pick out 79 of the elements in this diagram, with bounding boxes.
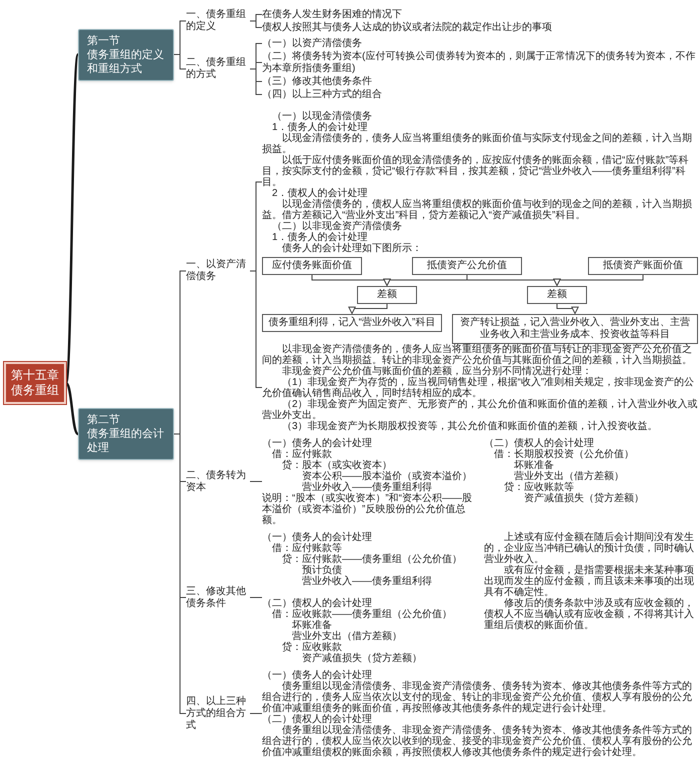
note-text: （二）债权人的会计处理 <box>262 714 373 724</box>
section-box: 第一节 债务重组的定义和重组方式 <box>78 28 174 80</box>
topic-label: 一、债务重组的定义 <box>186 9 250 33</box>
topic-label: 四、以上三种方式的组合方式 <box>186 696 250 732</box>
chapter-box: 第十五章 债务重组 <box>4 362 66 404</box>
flow-box: 债务重组利得，记入“营业外收入”科目 <box>262 314 442 332</box>
note-text: 债务重组以现金清偿债务、非现金资产清偿债务、债务转为资本、修改其他债务条件等方式的组合进行的，债务人应当依次以支付的现金、转让的非现金资产公允价值、债权人享有股份的公允价值冲减重组债务的账面价值，再按照修改其他债务条件的规定进行会计处理。 <box>262 680 693 714</box>
flow-box: 资产转让损益，记入营业外收入、营业外支出、主营业务收入和主营业务成本、投资收益等科目 <box>452 314 698 344</box>
topic-label: 三、修改其他债务条件 <box>186 586 250 610</box>
note-text: 非现金资产公允价值与账面价值的差额，应当分别不同情况进行处理： <box>281 366 593 376</box>
section-box: 第二节 债务重组的会计处理 <box>78 408 174 460</box>
branch-line <box>174 434 186 714</box>
flow-box: 差额 <box>357 286 417 304</box>
note-text: 1．债务人的会计处理 <box>271 122 369 132</box>
note-text: （一）债务人的会计处理 <box>262 532 373 542</box>
note-text: 资产减值损失（贷方差额） <box>301 652 423 664</box>
note-text: 资产减值损失（贷方差额） <box>523 492 645 504</box>
note-text: （3）非现金资产为长期股权投资等，其公允价值和账面价值的差额，计入投资收益。 <box>281 420 659 432</box>
note-text: 债务人的会计处理如下图所示： <box>281 242 423 254</box>
note-text: 或有应付金额，是指需要根据未来某种事项出现而发生的应付金额，而且该未来事项的出现具有不确定性。 <box>484 564 695 598</box>
note-text: 在债务人发生财务困难的情况下 <box>262 8 698 20</box>
note-text: （一）债务人的会计处理 <box>262 670 373 680</box>
note-text: 营业外收入——债务重组利得 <box>301 482 433 492</box>
flow-arrow <box>553 274 644 286</box>
note-text: 贷：应收账款 <box>281 642 343 652</box>
note-text: 预计负债 <box>301 564 342 576</box>
branch-line <box>64 54 80 384</box>
note-text: 上述或有应付金额在随后会计期间没有发生的，企业应当冲销已确认的预计负债，同时确认营业外收入。 <box>484 532 695 564</box>
note-text: 借：应收账款——债务重组（公允价值） <box>271 608 453 620</box>
note-text: 以现金清偿债务的，债权人应当将重组债权的账面价值与收到的现金之间的差额，计入当期损益。借方差额记入“营业外支出”科目，贷方差额记入“资产减值损失”科目。 <box>262 198 693 220</box>
note-text: 坏账准备 <box>513 460 555 470</box>
note-text: 贷：股本（或实收资本） <box>281 460 393 470</box>
topic-label: 一、以资产清偿债务 <box>186 259 250 283</box>
branch-line <box>174 54 186 70</box>
note-text: （三）修改其他债务条件 <box>262 76 698 88</box>
note-text: 营业外支出（借方差额） <box>513 470 625 482</box>
branch-line <box>250 481 262 482</box>
note-text: （2）非现金资产为固定资产、无形资产的，其公允价值和账面价值的差额，计入营业外收入或营业外支出。 <box>262 398 698 420</box>
note-text: （一）以现金清偿债务 <box>271 110 373 122</box>
note-text: 坏账准备 <box>291 620 333 630</box>
flow-box: 抵债资产账面价值 <box>588 256 698 274</box>
branch-line <box>250 68 262 95</box>
note-text: 借：应付账款 <box>271 448 333 460</box>
note-text: （二）将债务转为资本(应付可转换公司债券转为资本的，则属于正常情况下的债务转为资本，不作为本章所指债务重组) <box>262 50 698 74</box>
note-text: 2．债权人的会计处理 <box>271 188 369 198</box>
note-text: 以非现金资产清偿债务的，债务人应当将重组债务的账面价值与转让的非现金资产公允价值之间的差额，计入当期损益。转让的非现金资产公允价值与其账面价值之间的差额，计入当期损益。 <box>262 344 693 366</box>
note-text: 债务重组以现金清偿债务、非现金资产清偿债务、债务转为资本、修改其他债务条件等方式的组合进行的，债权人应当依次以收到的现金、接受的非现金资产公允价值、债权人享有股份的公允价值冲减重组债权的账面余额，再按照债权人修改其他债务条件的规定进行会计处理。 <box>262 724 693 758</box>
flow-arrow <box>348 303 388 314</box>
note-text: 资本公积——股本溢价（或资本溢价） <box>301 470 473 482</box>
note-text: 说明：“股本（或实收资本）”和“资本公积——股本溢价（或资本溢价）”反映股份的公允价值总额。 <box>262 492 473 526</box>
note-text: （二）债权人的会计处理 <box>484 438 595 448</box>
note-text: （1）非现金资产为存货的，应当视同销售处理，根据“收入”准则相关规定，按非现金资产的公允价值确认销售商品收入，同时结转相应的成本。 <box>262 376 696 398</box>
note-text: 贷：应收账款等 <box>503 482 575 492</box>
flow-box: 应付债务账面价值 <box>262 256 362 274</box>
branch-line <box>250 270 262 388</box>
branch-line <box>250 713 262 714</box>
note-text: 修改后的债务条款中涉及或有应收金额的，债权人不应当确认或有应收金额，不得将其计入重组后债权的账面价值。 <box>484 598 695 630</box>
note-text: 债权人按照其与债务人达成的协议或者法院的裁定作出让步的事项 <box>262 22 698 34</box>
flow-box: 抵债资产公允价值 <box>412 256 522 274</box>
flow-box: 差额 <box>527 286 587 304</box>
note-text: 借：应付账款等 <box>271 542 343 554</box>
note-text: 营业外收入——债务重组利得 <box>301 576 433 586</box>
branch-line <box>65 382 79 436</box>
note-text: 以低于应付债务账面价值的现金清偿债务的，应按应付债务的账面余额，借记“应付账款”等科目，按实际支付的金额，贷记“银行存款”科目，按其差额，贷记“营业外收入——债务重组利得”科目。 <box>262 154 690 188</box>
note-text: （二）以非现金资产清偿债务 <box>271 220 403 232</box>
topic-label: 二、债务重组的方式 <box>186 57 250 81</box>
note-text: 营业外支出（借方差额） <box>291 630 403 642</box>
note-text: （四）以上三种方式的组合 <box>262 88 698 100</box>
branch-line <box>250 20 262 28</box>
note-text: （一）以资产清偿债务 <box>262 38 698 50</box>
note-text: （一）债务人的会计处理 <box>262 438 373 448</box>
note-text: 贷：应付账款——债务重组（公允价值） <box>281 554 463 564</box>
flow-arrow <box>556 303 579 314</box>
branch-line <box>250 597 262 598</box>
note-text: 1．债务人的会计处理 <box>271 232 369 242</box>
note-text: 以现金清偿债务的，债务人应当将重组债务的账面价值与实际支付现金之间的差额，计入当期损益。 <box>262 132 693 154</box>
topic-label: 二、债务转为资本 <box>186 470 250 494</box>
note-text: 借：长期股权投资（公允价值） <box>493 448 635 460</box>
note-text: （二）债权人的会计处理 <box>262 598 373 608</box>
